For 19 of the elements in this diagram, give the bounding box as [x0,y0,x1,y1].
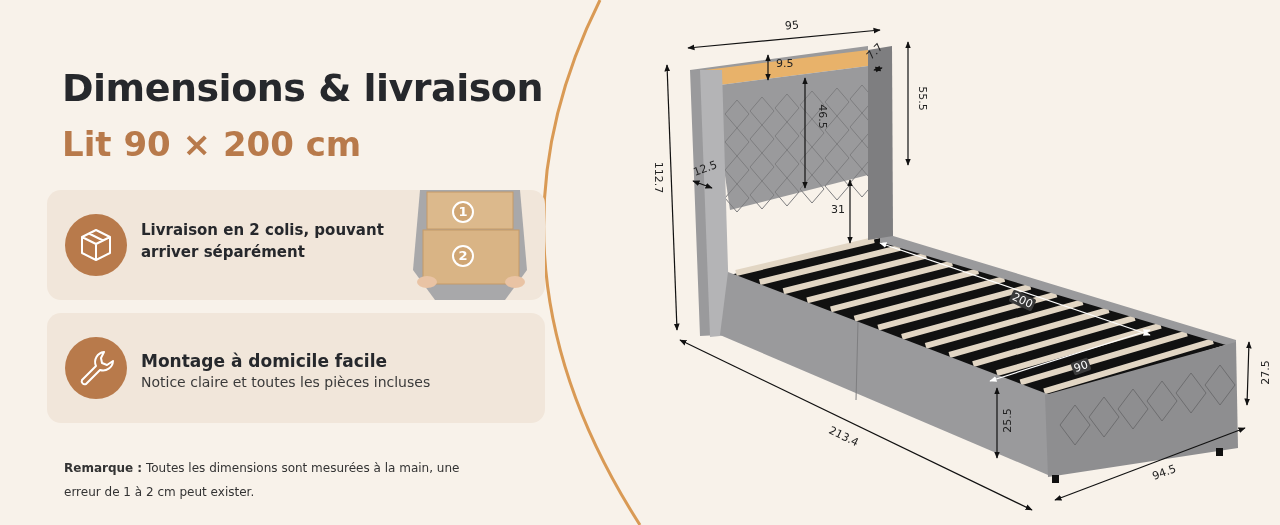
dimension-label: 7.7 [863,40,886,63]
dimension-label: 27.5 [1258,360,1272,385]
feature-description: Notice claire et toutes les pièces incluses [141,374,431,390]
dimension-label: 112.7 [652,161,666,194]
note-text: Remarque : Toutes les dimensions sont mesurées à la main, une erreur de 1 à 2 cm peut exister. [64,460,461,501]
dimension-label: 55.5 [915,86,929,111]
feature-card [47,190,545,300]
dimension-label: 25.5 [1000,408,1014,433]
subtitle: Lit 90 × 200 cm [62,124,362,164]
feature-text: Livraison en 2 colis, pouvant arriver séparément [141,220,385,263]
feature-card [47,313,545,423]
title: Dimensions & livraison [62,66,543,110]
dimension-label: 31 [831,203,845,216]
feature-heading: Montage à domicile facile [141,351,387,371]
dimension-label: 95 [784,18,800,33]
dimension-label: 9.5 [776,57,794,70]
dimension-label: 12.5 [691,158,719,179]
dimension-label: 46.5 [815,104,829,129]
dimension-label: 94.5 [1150,462,1178,483]
